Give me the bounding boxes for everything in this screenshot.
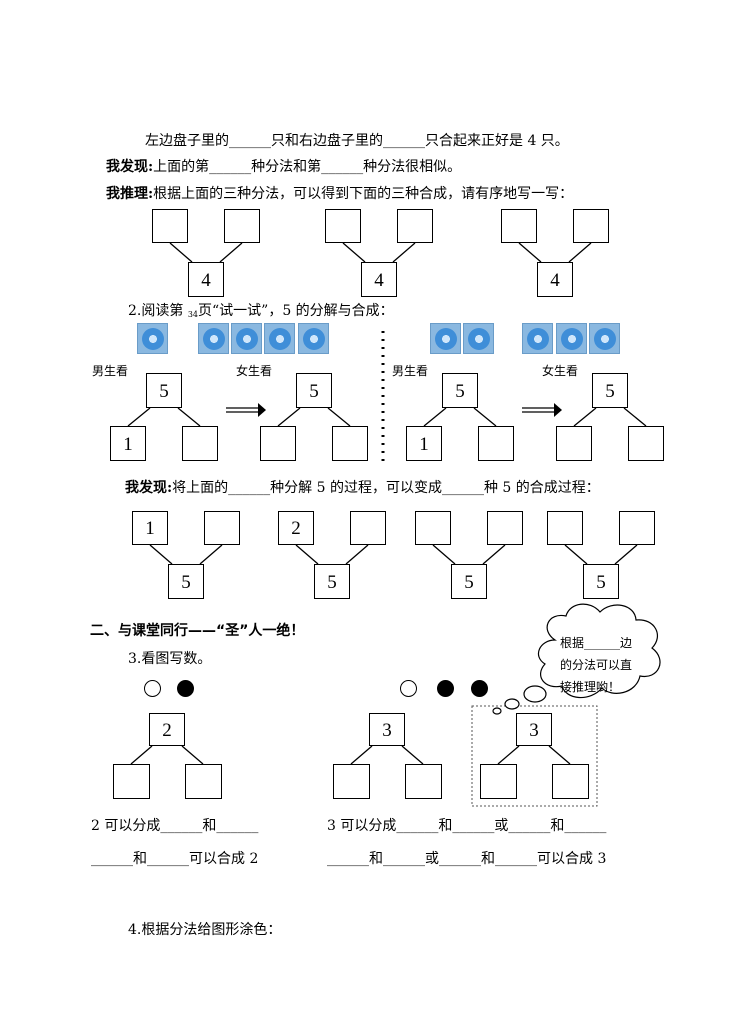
black-circle	[177, 680, 194, 697]
q3-part-box[interactable]	[185, 764, 222, 799]
girls-label: 女生看	[542, 364, 579, 378]
split5-part-box: 1	[406, 426, 442, 461]
compose5-part-box[interactable]	[204, 511, 240, 545]
compose5-top-box: 5	[592, 373, 628, 408]
q3-part-box[interactable]	[405, 764, 442, 799]
white-circle	[400, 680, 417, 697]
compose5-total-box: 5	[314, 564, 350, 599]
discover-text: 上面的第______种分法和第______种分法很相似。	[153, 159, 462, 175]
fill-row2-left: ______和______可以合成 2	[91, 851, 259, 867]
cupcake-image	[298, 323, 329, 354]
compose4-part-box[interactable]	[224, 209, 260, 243]
q2-prefix: 2.阅读第	[128, 303, 188, 319]
compose5-part-box: 2	[278, 511, 314, 545]
q3-title: 3.看图写数。	[128, 651, 212, 667]
cupcake-image	[198, 323, 229, 354]
discover-1: 我发现:上面的第______种分法和第______种分法很相似。	[106, 158, 461, 176]
reason-label: 我推理:	[106, 186, 154, 202]
compose4-part-box[interactable]	[573, 209, 609, 243]
compose5-part-box[interactable]	[487, 511, 523, 545]
cupcake-image	[589, 323, 620, 354]
bubble-line-2: 的分法可以直	[560, 658, 633, 672]
compose5-total-box: 5	[583, 564, 619, 599]
q3-total-box: 3	[369, 713, 405, 746]
q2-title: 2.阅读第 34页“试一试”，5 的分解与合成：	[128, 302, 394, 324]
black-circle	[437, 680, 454, 697]
split5-part-box[interactable]	[478, 426, 514, 461]
cupcake-image	[463, 323, 494, 354]
fill-row1-left: 2 可以分成______和______	[91, 818, 259, 834]
split5-top-box: 5	[442, 373, 478, 408]
q2-suffix: 页“试一试”，5 的分解与合成：	[198, 303, 394, 319]
white-circle	[144, 680, 161, 697]
compose4-total-box: 4	[361, 262, 397, 297]
discover-label: 我发现:	[106, 159, 154, 175]
discover-text: 将上面的______种分解 5 的过程，可以变成______种 5 的合成过程：	[172, 480, 600, 496]
compose5-part-box[interactable]	[332, 426, 368, 461]
compose5-part-box[interactable]	[628, 426, 664, 461]
bubble-line-3: 接推理哟！	[560, 680, 621, 694]
compose4-part-box[interactable]	[397, 209, 433, 243]
split5-top-box: 5	[146, 373, 182, 408]
girls-label: 女生看	[236, 364, 273, 378]
compose5-part-box[interactable]	[260, 426, 296, 461]
compose5-part-box[interactable]	[350, 511, 386, 545]
boys-label: 男生看	[92, 364, 129, 378]
discover-label: 我发现:	[125, 480, 173, 496]
cupcake-image	[231, 323, 262, 354]
reason-line: 我推理:根据上面的三种分法，可以得到下面的三种合成，请有序地写一写：	[106, 185, 573, 203]
fill-row1-right: 3 可以分成______和______或______和______	[327, 818, 607, 834]
boys-label: 男生看	[392, 364, 429, 378]
double-arrow-icon	[554, 403, 562, 417]
compose5-total-box: 5	[168, 564, 204, 599]
compose4-total-box: 4	[537, 262, 573, 297]
section-2-title: 二、与课堂同行——“圣”人一绝！	[90, 623, 305, 639]
compose5-total-box: 5	[451, 564, 487, 599]
double-arrow-icon	[258, 403, 266, 417]
fill-row2-right: ______和______或______和______可以合成 3	[327, 851, 607, 867]
q2-page: 34	[187, 310, 198, 319]
thought-bubble-text: 根据______边 的分法可以直 接推理哟！	[560, 632, 632, 698]
compose4-part-box[interactable]	[501, 209, 537, 243]
compose4-part-box[interactable]	[325, 209, 361, 243]
compose5-part-box[interactable]	[547, 511, 583, 545]
compose5-part-box[interactable]	[415, 511, 451, 545]
compose4-part-box[interactable]	[152, 209, 188, 243]
compose5-part-box[interactable]	[556, 426, 592, 461]
q3-part-box[interactable]	[480, 764, 517, 799]
discover-2: 我发现:将上面的______种分解 5 的过程，可以变成______种 5 的合…	[125, 479, 600, 497]
q3-total-box: 2	[149, 713, 185, 746]
compose5-part-box: 1	[132, 511, 168, 545]
intro-line: 左边盘子里的______只和右边盘子里的______只合起来正好是 4 只。	[145, 133, 569, 149]
cupcake-image	[430, 323, 461, 354]
reason-text: 根据上面的三种分法，可以得到下面的三种合成，请有序地写一写：	[153, 186, 574, 202]
q3-part-box[interactable]	[552, 764, 589, 799]
black-circle	[471, 680, 488, 697]
split5-part-box: 1	[110, 426, 146, 461]
split5-part-box[interactable]	[182, 426, 218, 461]
cupcake-image	[264, 323, 295, 354]
q4-title: 4.根据分法给图形涂色：	[128, 922, 282, 938]
compose4-total-box: 4	[188, 262, 224, 297]
compose5-part-box[interactable]	[619, 511, 655, 545]
q3-part-box[interactable]	[333, 764, 370, 799]
q3-part-box[interactable]	[113, 764, 150, 799]
compose5-top-box: 5	[296, 373, 332, 408]
bubble-line-1: 根据______边	[560, 636, 633, 650]
q3-total-box: 3	[516, 713, 552, 746]
cupcake-image	[556, 323, 587, 354]
cupcake-image	[522, 323, 553, 354]
cupcake-image	[137, 323, 168, 354]
